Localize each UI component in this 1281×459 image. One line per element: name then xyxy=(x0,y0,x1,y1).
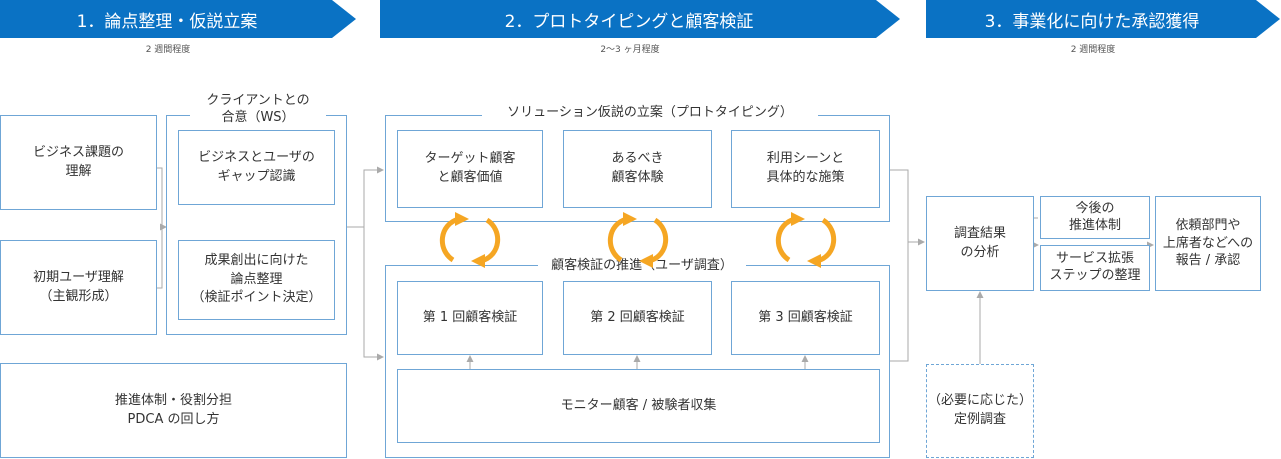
phase-2-duration: 2～3 ヶ月程度 xyxy=(600,45,660,55)
verification-title: 顧客検証の推進（ユーザ調査） xyxy=(538,258,746,275)
solution-title: ソリューション仮説の立案（プロトタイピング） xyxy=(482,105,818,122)
cycle-arrows-icon xyxy=(775,212,837,268)
connector-left-boxes xyxy=(157,167,163,289)
phase-1-banner: 1．論点整理・仮説立案 xyxy=(0,0,356,38)
initial-user-box: 初期ユーザ理解 （主観形成） xyxy=(0,240,157,335)
ws-title: クライアントとの 合意（WS） xyxy=(190,93,326,127)
verification-3-box: 第 3 回顧客検証 xyxy=(731,281,880,355)
gap-recognition-box: ビジネスとユーザの ギャップ認識 xyxy=(178,130,335,205)
arrow-to-verification xyxy=(363,227,384,361)
cycle-arrows-icon xyxy=(439,212,501,268)
report-box: 依頼部門や 上席者などへの 報告 / 承認 xyxy=(1155,196,1261,291)
verification-2-box: 第 2 回顧客検証 xyxy=(563,281,712,355)
target-customer-box: ターゲット顧客 と顧客価値 xyxy=(397,130,543,208)
verification-1-box: 第 1 回顧客検証 xyxy=(397,281,543,355)
structure-box: 推進体制・役割分担 PDCA の回し方 xyxy=(0,363,347,458)
analysis-box: 調査結果 の分析 xyxy=(926,196,1034,291)
phase-3-duration: 2 週間程度 xyxy=(1070,45,1116,55)
business-issue-box: ビジネス課題の 理解 xyxy=(0,115,157,210)
issue-organization-box: 成果創出に向けた 論点整理 （検証ポイント決定） xyxy=(178,240,335,320)
phase-3-banner: 3．事業化に向けた承認獲得 xyxy=(926,0,1280,38)
cycle-arrows-icon xyxy=(607,212,669,268)
regular-survey-box: （必要に応じた） 定例調査 xyxy=(926,364,1034,458)
arrow-to-solution xyxy=(347,166,384,228)
service-expansion-box: サービス拡張 ステップの整理 xyxy=(1040,245,1150,291)
connector-phase2-right xyxy=(890,169,909,362)
phase-2-banner: 2．プロトタイピングと顧客検証 xyxy=(380,0,900,38)
recruit-box: モニター顧客 / 被験者収集 xyxy=(397,369,880,443)
usage-scene-box: 利用シーンと 具体的な施策 xyxy=(731,130,880,208)
phase-1-duration: 2 週間程度 xyxy=(145,45,191,55)
customer-experience-box: あるべき 顧客体験 xyxy=(563,130,712,208)
future-structure-box: 今後の 推進体制 xyxy=(1040,196,1150,239)
phase-2-title: 2．プロトタイピングと顧客検証 xyxy=(504,11,754,32)
phase-1-title: 1．論点整理・仮説立案 xyxy=(76,11,258,32)
phase-3-title: 3．事業化に向けた承認獲得 xyxy=(984,11,1200,32)
